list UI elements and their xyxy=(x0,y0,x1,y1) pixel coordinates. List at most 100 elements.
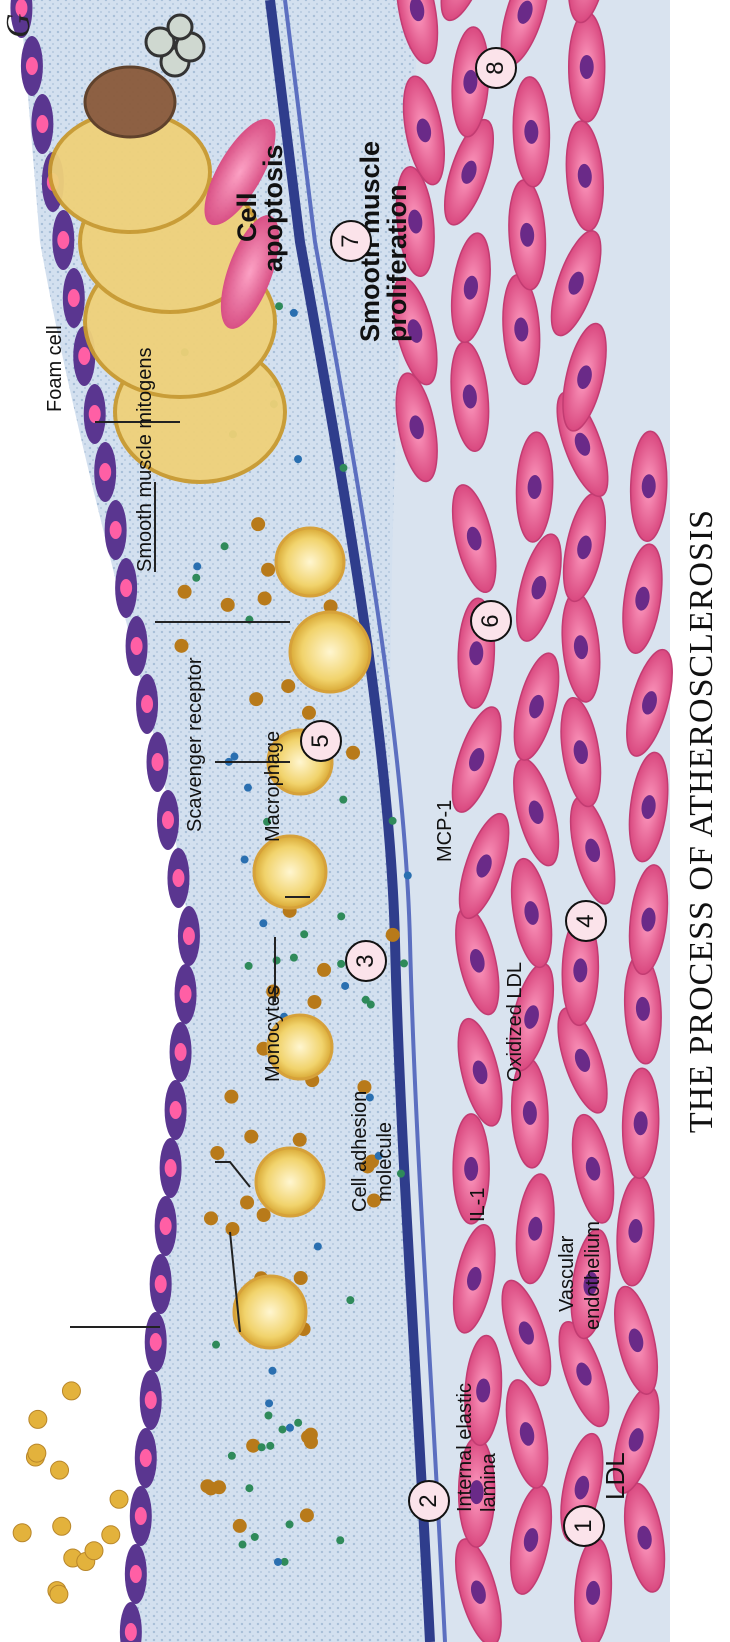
oxidized-ldl-particle xyxy=(225,1222,239,1236)
oxidized-ldl-particle xyxy=(258,591,272,605)
figure-caption: THE PROCESS OF ATHEROSCLEROSIS xyxy=(683,0,721,1642)
ldl-particle xyxy=(51,1461,69,1479)
label-il1: IL-1 xyxy=(463,1188,493,1222)
endothelial-cell xyxy=(165,1080,187,1140)
endothelial-cell xyxy=(175,964,197,1024)
ldl-particle xyxy=(85,1542,103,1560)
step-badge-1: 1 xyxy=(563,1505,605,1547)
chemokine-particle xyxy=(192,574,200,582)
endothelial-cell xyxy=(135,1428,157,1488)
chemokine-particle xyxy=(389,817,397,825)
ldl-particle xyxy=(110,1490,128,1508)
oxidized-ldl-particle xyxy=(300,1508,314,1522)
chemokine-particle xyxy=(290,954,298,962)
chemokine-particle xyxy=(265,1399,273,1407)
oxidized-ldl-particle xyxy=(174,639,188,653)
endothelial-cell xyxy=(150,1254,172,1314)
oxidized-ldl-particle xyxy=(210,1146,224,1160)
endothelial-cell xyxy=(140,1370,162,1430)
endothelial-cell xyxy=(84,384,106,444)
oxidized-ldl-particle xyxy=(307,995,321,1009)
oxidized-ldl-particle xyxy=(233,1519,247,1533)
chemokine-particle xyxy=(212,1341,220,1349)
ldl-particle xyxy=(13,1524,31,1542)
endothelial-cell xyxy=(52,210,74,270)
oxidized-ldl-particle xyxy=(221,598,235,612)
chemokine-particle xyxy=(258,1443,266,1451)
endothelial-cell xyxy=(157,790,179,850)
oxidized-ldl-particle xyxy=(261,563,275,577)
chemokine-particle xyxy=(294,1419,302,1427)
step-badge-8: 8 xyxy=(475,47,517,89)
label-internal-elastic-lamina-line2: lamina xyxy=(474,1453,504,1512)
oxidized-ldl-particle xyxy=(200,1479,214,1493)
step-badge-7: 7 xyxy=(330,220,372,262)
chemokine-particle xyxy=(228,1452,236,1460)
chemokine-particle xyxy=(290,309,298,317)
oxidized-ldl-particle xyxy=(249,692,263,706)
chemokine-particle xyxy=(239,1541,247,1549)
chemokine-particle xyxy=(193,562,201,570)
chemokine-particle xyxy=(337,912,345,920)
chemokine-particle xyxy=(336,1536,344,1544)
endothelial-cell xyxy=(94,442,116,502)
label-oxidized-ldl: Oxidized LDL xyxy=(500,962,530,1082)
oxidized-ldl-particle xyxy=(386,928,400,942)
chemokine-particle xyxy=(245,962,253,970)
chemokine-particle xyxy=(294,455,302,463)
step-badge-3: 3 xyxy=(345,940,387,982)
oxidized-ldl-particle xyxy=(178,585,192,599)
chemokine-particle xyxy=(264,1412,272,1420)
endothelial-cell xyxy=(160,1138,182,1198)
endothelial-cell xyxy=(145,1312,167,1372)
corner-mark: G xyxy=(0,13,38,38)
oxidized-ldl-particle xyxy=(317,963,331,977)
endothelial-cell xyxy=(170,1022,192,1082)
endothelial-cell xyxy=(105,500,127,560)
label-cell-adhesion-line2: molecule xyxy=(370,1122,400,1202)
ldl-particle xyxy=(102,1526,120,1544)
label-ldl: LDL xyxy=(600,1452,630,1500)
step-badge-6: 6 xyxy=(470,600,512,642)
label-vascular-endothelium-line2: endothelium xyxy=(578,1221,608,1330)
chemokine-particle xyxy=(244,784,252,792)
chemokine-particle xyxy=(266,1442,274,1450)
endothelial-cell xyxy=(125,1544,147,1604)
oxidized-ldl-particle xyxy=(224,1090,238,1104)
oxidized-ldl-particle xyxy=(301,1430,315,1444)
oxidized-ldl-particle xyxy=(251,517,265,531)
label-smooth-muscle-mitogens: Smooth muscle mitogens xyxy=(130,347,160,572)
endothelial-cell xyxy=(21,36,43,96)
chemokine-particle xyxy=(286,1520,294,1528)
chemokine-particle xyxy=(278,1425,286,1433)
smooth-muscle-cell xyxy=(569,12,605,122)
chemokine-particle xyxy=(300,930,308,938)
chemokine-particle xyxy=(273,956,281,964)
ldl-particle xyxy=(29,1410,47,1428)
endothelial-cell xyxy=(167,848,189,908)
step-badge-5: 5 xyxy=(300,720,342,762)
oxidized-ldl-particle xyxy=(204,1211,218,1225)
chemokine-particle xyxy=(275,302,283,310)
chemokine-particle xyxy=(286,1424,294,1432)
ldl-particle xyxy=(50,1585,68,1603)
endothelial-cell xyxy=(63,268,85,328)
label-monocytes: Monocytes xyxy=(258,985,288,1082)
oxidized-ldl-particle xyxy=(281,679,295,693)
label-macrophage: Macrophage xyxy=(258,731,288,842)
chemokine-particle xyxy=(259,919,267,927)
endothelial-cell xyxy=(136,674,158,734)
step-badge-4: 4 xyxy=(565,900,607,942)
chemokine-particle xyxy=(346,1296,354,1304)
chemokine-particle xyxy=(221,542,229,550)
step-badge-2: 2 xyxy=(408,1480,450,1522)
oxidized-ldl-particle xyxy=(346,746,360,760)
oxidized-ldl-particle xyxy=(293,1133,307,1147)
oxidized-ldl-particle xyxy=(294,1271,308,1285)
chemokine-particle xyxy=(274,1558,282,1566)
endothelial-cell xyxy=(178,906,200,966)
endothelial-cell xyxy=(155,1196,177,1256)
endothelial-cell xyxy=(147,732,169,792)
